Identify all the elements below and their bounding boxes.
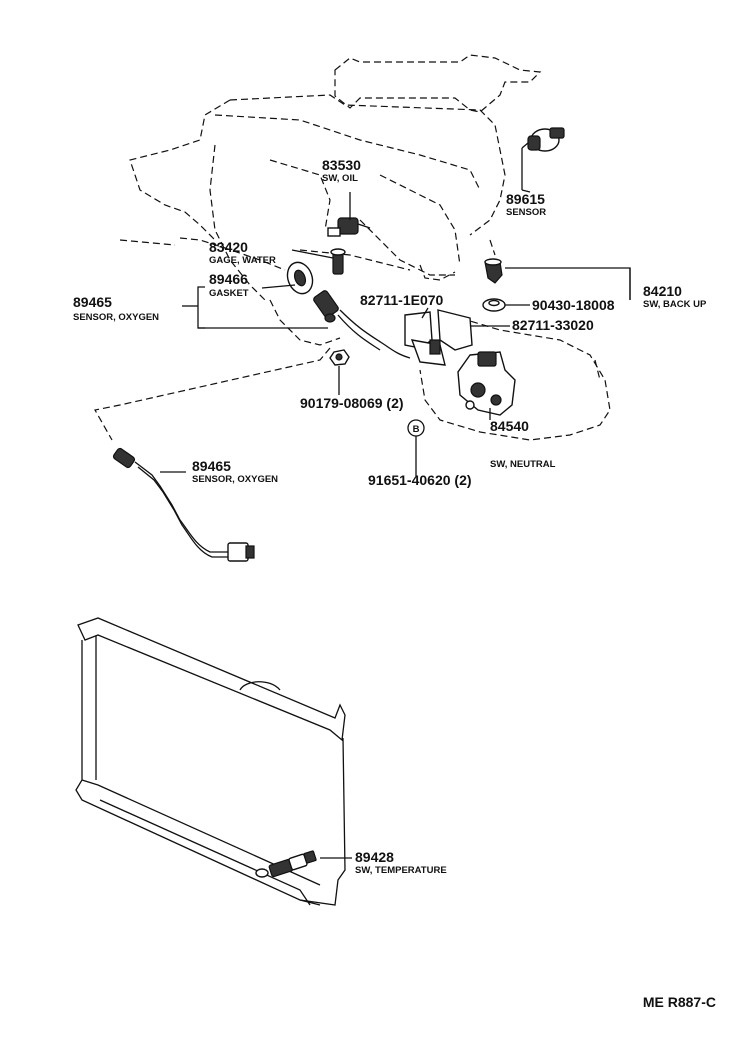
svg-text:82711-1E070: 82711-1E070 <box>360 292 444 308</box>
callout-83420: 83420 GAGE, WATER <box>209 239 276 266</box>
svg-text:84540: 84540 <box>490 418 529 434</box>
svg-text:SW, BACK UP: SW, BACK UP <box>643 299 707 310</box>
svg-text:89465: 89465 <box>73 294 112 310</box>
callout-84210: 84210 SW, BACK UP <box>643 283 707 310</box>
svg-text:90430-18008: 90430-18008 <box>532 297 615 313</box>
svg-text:89615: 89615 <box>506 191 545 207</box>
svg-text:GASKET: GASKET <box>209 288 249 299</box>
oxygen-sensor-upper-icon <box>313 290 411 359</box>
svg-text:89428: 89428 <box>355 849 394 865</box>
bracket-82711-33020-icon <box>437 309 473 351</box>
callout-83530: 83530 SW, OIL <box>322 157 361 184</box>
engine-outline <box>94 54 611 441</box>
svg-text:89465: 89465 <box>192 458 231 474</box>
neutral-switch-icon <box>457 351 516 416</box>
svg-text:90179-08069 (2): 90179-08069 (2) <box>300 395 404 411</box>
callout-91651: 91651-40620 (2) <box>368 472 472 488</box>
back-up-switch-icon <box>484 258 503 284</box>
water-gage-icon <box>330 248 346 275</box>
callout-89465-lower: 89465 SENSOR, OXYGEN <box>192 458 278 485</box>
svg-text:SW, TEMPERATURE: SW, TEMPERATURE <box>355 865 447 876</box>
oil-switch-icon <box>327 217 371 237</box>
svg-text:83530: 83530 <box>322 157 361 173</box>
svg-text:82711-33020: 82711-33020 <box>512 317 594 333</box>
temperature-switch-icon <box>255 850 317 878</box>
bracket-82711-1e070-icon <box>404 311 446 366</box>
svg-text:91651-40620 (2): 91651-40620 (2) <box>368 472 472 488</box>
svg-text:89466: 89466 <box>209 271 248 287</box>
callout-82711-33020: 82711-33020 <box>512 317 594 333</box>
callout-89465-upper: 89465 SENSOR, OXYGEN <box>73 294 159 323</box>
leader-lines <box>160 148 631 859</box>
svg-text:84210: 84210 <box>643 283 682 299</box>
bolt-marker-b: B <box>407 419 425 437</box>
svg-text:SW, OIL: SW, OIL <box>322 173 358 184</box>
callout-89428: 89428 SW, TEMPERATURE <box>355 849 447 876</box>
svg-text:SENSOR, OXYGEN: SENSOR, OXYGEN <box>73 312 159 323</box>
diagram-code: ME R887-C <box>643 994 716 1010</box>
svg-text:SW, NEUTRAL: SW, NEUTRAL <box>490 459 556 470</box>
callout-82711-1e070: 82711-1E070 <box>360 292 444 308</box>
nut-icon <box>329 349 350 366</box>
radiator-icon <box>75 617 346 906</box>
svg-text:SENSOR: SENSOR <box>506 207 546 218</box>
callout-89615: 89615 SENSOR <box>506 191 546 218</box>
callout-89466: 89466 GASKET <box>209 271 249 299</box>
svg-text:B: B <box>413 424 420 435</box>
oxygen-sensor-lower-icon <box>112 447 255 562</box>
svg-text:83420: 83420 <box>209 239 248 255</box>
svg-text:GAGE, WATER: GAGE, WATER <box>209 255 276 266</box>
sensor-89615-icon <box>521 127 565 152</box>
callout-90430: 90430-18008 <box>532 297 615 313</box>
callout-90179: 90179-08069 (2) <box>300 395 404 411</box>
svg-text:SENSOR, OXYGEN: SENSOR, OXYGEN <box>192 474 278 485</box>
callout-84540: 84540 SW, NEUTRAL <box>490 418 556 470</box>
washer-icon <box>482 298 506 312</box>
gasket-icon <box>286 261 314 295</box>
